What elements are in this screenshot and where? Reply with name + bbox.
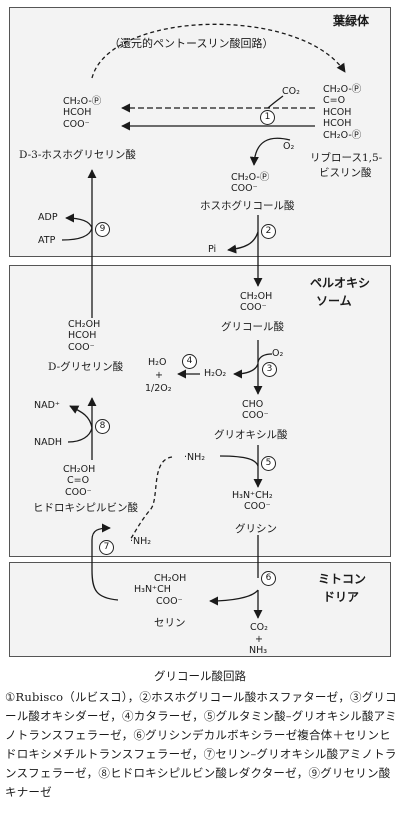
step-1-marker: 1 bbox=[260, 110, 275, 125]
chloroplast-label: 葉緑体 bbox=[333, 14, 370, 28]
rubp-name-line2: ビスリン酸 bbox=[319, 167, 372, 179]
adp-curve bbox=[65, 213, 93, 229]
step-7-marker: 7 bbox=[99, 540, 114, 555]
arrow-serine-to-hydroxypyruvate bbox=[91, 523, 119, 601]
serine-structure: CH₂OH H₃N⁺CH COO⁻ bbox=[134, 573, 187, 607]
peroxisome-label-line2: ソーム bbox=[316, 294, 352, 308]
pi-release-curve bbox=[227, 231, 259, 254]
mitochondria-compartment bbox=[9, 562, 391, 657]
step-3-marker: 3 bbox=[262, 362, 277, 377]
glycerate-name: D-グリセリン酸 bbox=[48, 361, 124, 373]
phosphoglycolate-name: ホスホグリコール酸 bbox=[200, 200, 295, 212]
glyoxylate-structure: CHO COO⁻ bbox=[242, 399, 269, 422]
atp-curve bbox=[61, 227, 93, 241]
plus-label: + bbox=[155, 370, 163, 381]
rubp-name-line1: リブロース1,5- bbox=[310, 152, 383, 164]
glycine-structure: H₃N⁺CH₂ COO⁻ bbox=[232, 490, 273, 513]
nh2-glyoxylate-label: ·NH₂ bbox=[184, 452, 206, 463]
enzyme-legend: ①Rubisco（ルビスコ），②ホスホグリコール酸ホスファターゼ，③グリコール酸… bbox=[5, 690, 397, 799]
calvin-cycle-arc bbox=[91, 23, 346, 79]
nh3-label: NH₃ bbox=[249, 645, 268, 656]
step-4-marker: 4 bbox=[182, 354, 197, 369]
nadh-label: NADH bbox=[34, 437, 63, 448]
figure-caption: グリコール酸回路 bbox=[154, 669, 246, 683]
hydroxypyruvate-name: ヒドロキシピルビン酸 bbox=[33, 502, 138, 514]
plus-bottom-label: + bbox=[255, 634, 263, 645]
nadh-curve bbox=[67, 427, 93, 443]
glycine-name: グリシン bbox=[235, 523, 277, 535]
amino-transfer-dashed bbox=[129, 456, 173, 541]
step-8-marker: 8 bbox=[95, 419, 110, 434]
phosphoglycolate-structure: CH₂O-Ⓟ COO⁻ bbox=[231, 172, 270, 195]
o2-mid-label: O₂ bbox=[272, 348, 284, 359]
o2-in-curve bbox=[257, 353, 273, 363]
h2o-label: H₂O bbox=[148, 357, 167, 368]
step-2-marker: 2 bbox=[261, 224, 276, 239]
h2o2-out-curve bbox=[233, 363, 259, 379]
mitochondria-label-line2: ドリア bbox=[323, 590, 360, 604]
co2-bottom-label: CO₂ bbox=[250, 622, 268, 633]
amino-in-curve bbox=[219, 455, 259, 467]
o2-top-label: O₂ bbox=[283, 141, 295, 152]
nad-label: NAD⁺ bbox=[34, 400, 60, 411]
step-9-marker: 9 bbox=[95, 222, 110, 237]
atp-label: ATP bbox=[38, 235, 56, 246]
o2-entry-curve bbox=[249, 137, 291, 166]
h2o2-label: H₂O₂ bbox=[204, 368, 227, 379]
step-5-marker: 5 bbox=[261, 456, 276, 471]
rubp-structure: CH₂O-Ⓟ C=O HCOH HCOH CH₂O-Ⓟ bbox=[323, 84, 362, 141]
nh2-serine-label: ·NH₂ bbox=[130, 536, 152, 547]
adp-label: ADP bbox=[38, 212, 58, 223]
hydroxypyruvate-structure: CH₂OH C=O COO⁻ bbox=[63, 464, 96, 498]
glycolate-name: グリコール酸 bbox=[221, 321, 284, 333]
pi-label: Pi bbox=[208, 244, 217, 255]
pga-structure: CH₂O-Ⓟ HCOH COO⁻ bbox=[63, 96, 102, 130]
arrow-to-serine bbox=[209, 589, 259, 606]
glycolate-structure: CH₂OH COO⁻ bbox=[240, 291, 273, 314]
step-6-marker: 6 bbox=[261, 571, 276, 586]
mitochondria-label-line1: ミトコン bbox=[318, 572, 367, 586]
pga-name: D-3-ホスホグリセリン酸 bbox=[19, 149, 136, 161]
co2-top-label: CO₂ bbox=[282, 86, 300, 97]
half-o2-label: 1/2O₂ bbox=[145, 383, 172, 394]
co2-entry-curve bbox=[267, 95, 284, 109]
glycerate-structure: CH₂OH HCOH COO⁻ bbox=[68, 319, 101, 353]
peroxisome-label-line1: ペルオキシ bbox=[310, 276, 371, 290]
serine-name: セリン bbox=[154, 617, 186, 629]
nad-curve bbox=[69, 405, 93, 429]
glyoxylate-name: グリオキシル酸 bbox=[214, 429, 288, 441]
cycle-label: （還元的ペントースリン酸回路） bbox=[109, 37, 274, 50]
